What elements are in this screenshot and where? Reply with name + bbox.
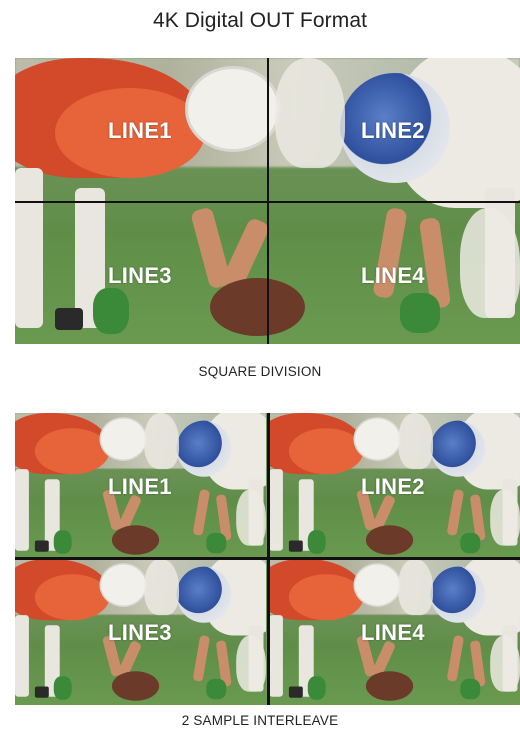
football-photo [269, 559, 520, 705]
sample-interleave-caption: 2 SAMPLE INTERLEAVE [181, 713, 339, 728]
line1-label: LINE1 [108, 118, 172, 143]
line4-label: LINE4 [361, 620, 425, 645]
sample-interleave-panel: LINE1 LINE2 LINE3 LINE4 [15, 413, 520, 705]
line3-label: LINE3 [108, 263, 172, 288]
square-division-caption: SQUARE DIVISION [198, 364, 322, 379]
football-photo [15, 413, 266, 559]
football-photo-tile [269, 413, 520, 559]
football-photo-tile [15, 559, 266, 705]
football-photo-tile [269, 559, 520, 705]
horizontal-divider [15, 557, 520, 560]
diagram-title: 4K Digital OUT Format [152, 9, 368, 32]
football-photo [269, 413, 520, 559]
line3-label: LINE3 [108, 620, 172, 645]
line2-label: LINE2 [361, 474, 425, 499]
line4-label: LINE4 [361, 263, 425, 288]
square-division-panel: LINE1 LINE2 LINE3 LINE4 [15, 58, 520, 344]
football-photo-tile [15, 413, 266, 559]
line2-label: LINE2 [361, 118, 425, 143]
line1-label: LINE1 [108, 474, 172, 499]
horizontal-divider [15, 201, 520, 203]
football-photo [15, 559, 266, 705]
